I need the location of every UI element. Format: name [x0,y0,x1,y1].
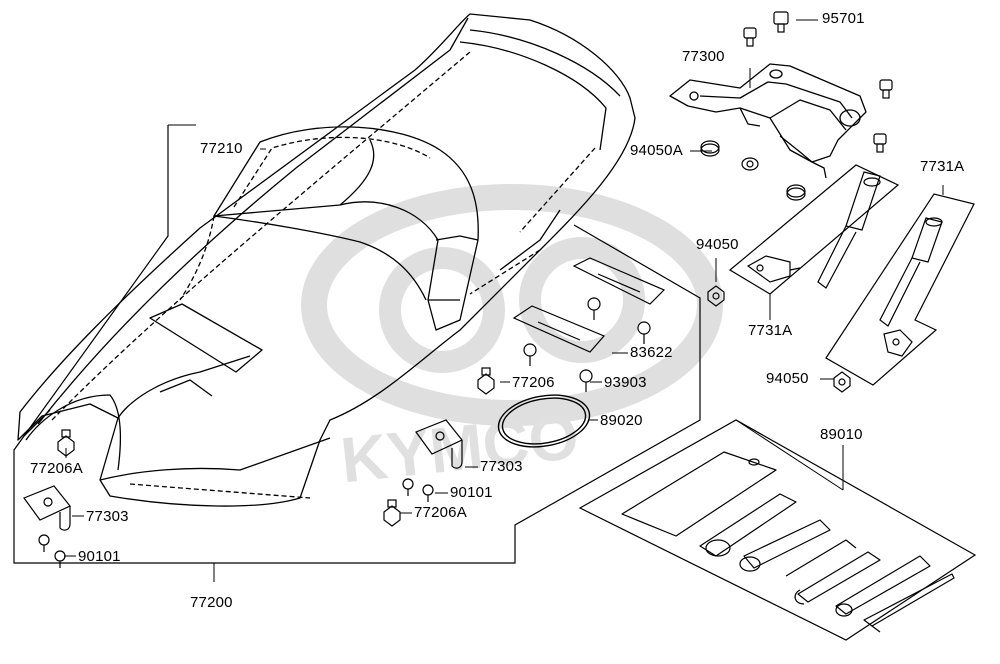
part-label-77300[interactable]: 77300 [682,48,725,65]
bolt-hinge-1 [743,27,757,47]
bumper-pads [512,257,666,353]
bolt-90101-mid-1 [402,478,414,496]
bolt-90101-mid-2 [422,484,434,502]
part-label-93903[interactable]: 93903 [604,374,647,391]
seat-drawing [17,13,636,507]
group-outlines [13,125,977,641]
bolt-hinge-3 [873,133,887,153]
part-label-77200[interactable]: 77200 [190,594,233,611]
nut-77206A-mid [383,499,401,527]
watermark-text: KYMCO [337,400,581,497]
part-label-94050A[interactable]: 94050A [630,142,683,159]
o-ring-89020 [497,394,591,448]
bolt-hinge-2 [879,79,893,99]
seat-outline [17,13,636,507]
part-label-94050-a[interactable]: 94050 [696,236,739,253]
detail-lines [735,419,844,491]
part-label-83622[interactable]: 83622 [630,344,673,361]
hinge-7731A [746,171,881,289]
brackets-77303 [23,419,463,531]
nut-94050-b [833,371,851,393]
part-label-77206[interactable]: 77206 [512,374,555,391]
screw-83622-2 [637,321,651,344]
part-label-90101-left[interactable]: 90101 [78,548,121,565]
hinge-group-outline [728,164,900,295]
bolt-90101-left-1 [38,534,50,552]
part-label-95701[interactable]: 95701 [822,10,865,27]
nut-77206A-left [57,429,75,457]
nut-94050-a [707,285,725,307]
part-label-7731A-mid[interactable]: 7731A [748,322,793,339]
damper-7731A [879,217,943,357]
seat-group-outline [13,125,701,564]
nut-hinge-a [741,157,759,171]
fasteners [38,11,893,568]
bracket-left [23,485,71,531]
part-label-89020[interactable]: 89020 [600,412,643,429]
part-label-90101-mid[interactable]: 90101 [450,484,493,501]
nut-94050A [700,140,720,157]
part-label-89010[interactable]: 89010 [820,426,863,443]
toolkit-89010 [621,451,955,633]
part-label-7731A-top[interactable]: 7731A [920,158,965,175]
part-label-94050-b[interactable]: 94050 [766,370,809,387]
screw-93903 [579,369,593,392]
bolt-95701 [773,11,789,33]
screw-83622-3 [523,343,537,366]
damper-group-outline [825,193,975,386]
part-label-77303-mid[interactable]: 77303 [480,458,523,475]
part-label-77303-left[interactable]: 77303 [86,508,129,525]
leader-lines [64,19,944,582]
nut-hinge-b [786,184,806,201]
toolkit-group-outline [578,419,977,641]
part-label-77210[interactable]: 77210 [200,140,243,157]
screw-83622-1 [587,297,601,320]
bracket-mid [415,419,463,469]
hinge-drawing [669,63,867,179]
nut-77206 [477,367,495,395]
part-label-77206A-left[interactable]: 77206A [30,460,83,477]
part-label-77206A-mid[interactable]: 77206A [414,504,467,521]
bolt-90101-left-2 [54,550,66,568]
